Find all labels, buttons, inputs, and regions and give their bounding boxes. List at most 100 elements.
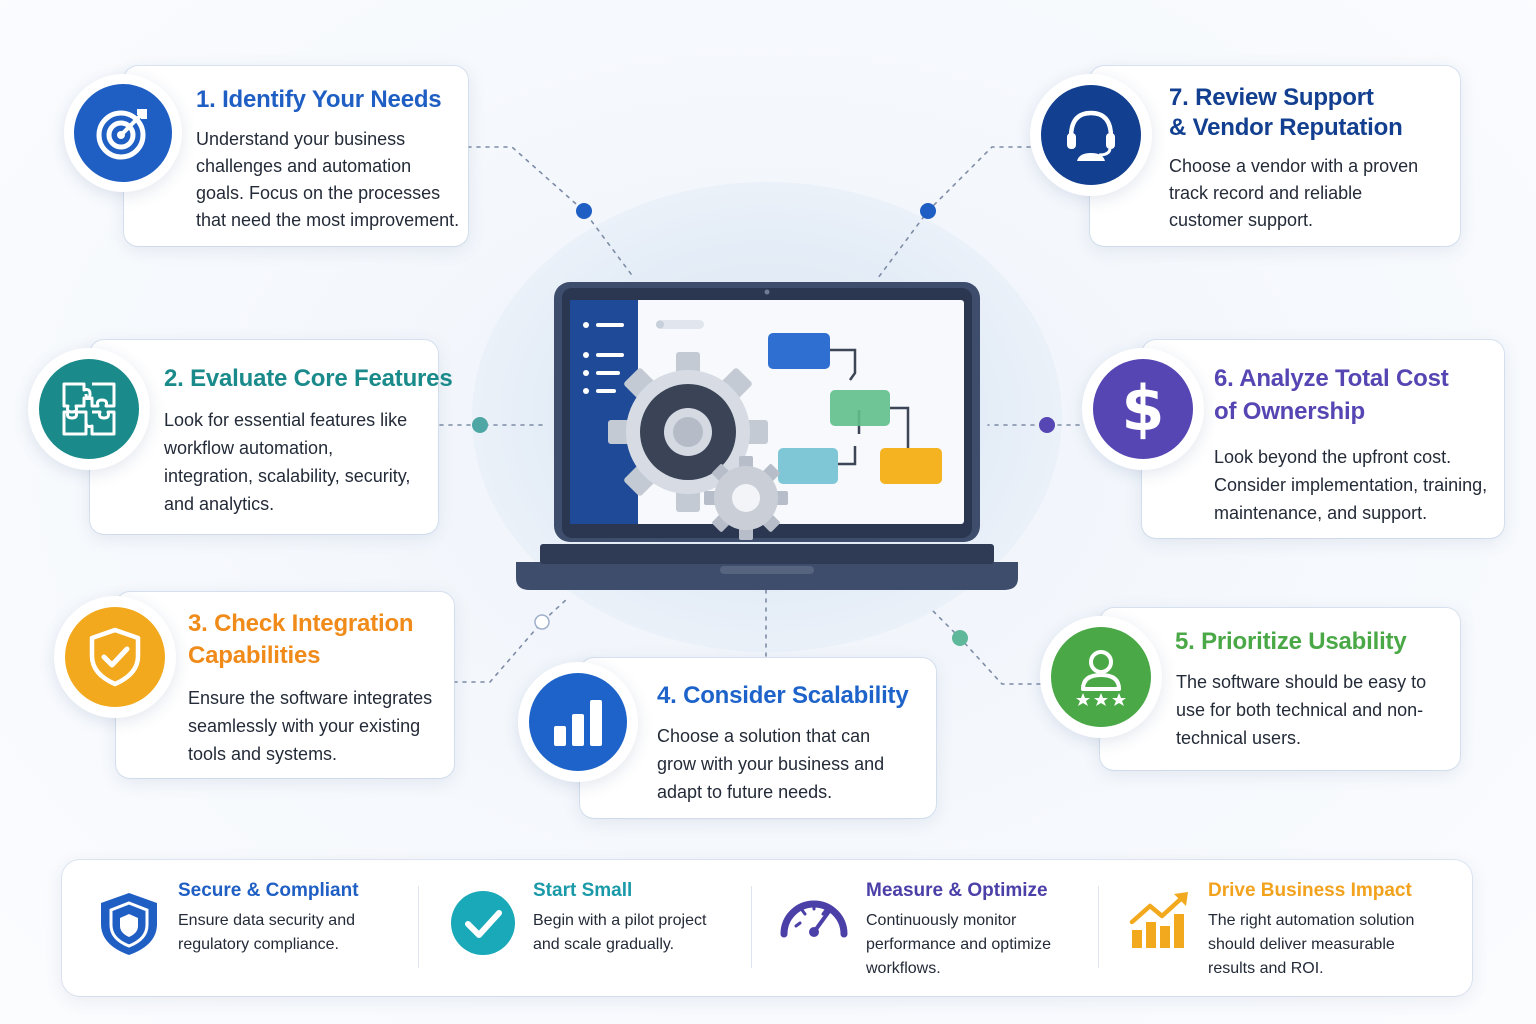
laptop-trackpad: [720, 566, 814, 574]
connector-dot-1: [576, 203, 592, 219]
sidebar-line-2: [596, 353, 624, 357]
step-7-desc: Choose a vendor with a proven track reco…: [1169, 156, 1419, 230]
tips-bar: [62, 860, 1472, 996]
step-1-title: 1. Identify Your Needs: [196, 84, 442, 115]
tip-4-desc: The right automation solution should del…: [1208, 909, 1414, 981]
tip-4-desc-line-1: The right automation solution: [1208, 912, 1415, 929]
gear-large: [608, 352, 768, 512]
shield-check-icon: [89, 627, 141, 687]
connector-step-3: [453, 597, 569, 683]
dollar-icon: $: [1121, 372, 1165, 445]
step-4-card: [580, 658, 936, 818]
tip-3-desc-line-2: performance and optimize: [866, 936, 1051, 953]
tip-2-desc-line-1: Begin with a pilot project: [533, 912, 707, 929]
step-3-title: 3. Check Integration Capabilities: [188, 608, 414, 672]
step-2-desc: Look for essential features like workflo…: [164, 410, 411, 514]
step-3-badge: [54, 596, 176, 718]
screen-header-dot: [656, 320, 664, 329]
tips-divider-2: [751, 886, 752, 968]
step-6-title-line-2: of Ownership: [1214, 398, 1365, 425]
flow-node-blue: [768, 333, 830, 369]
sidebar-line-4: [596, 389, 616, 393]
flow-node-yellow: [880, 448, 942, 484]
checkmark-icon: [451, 891, 515, 955]
tip-4-desc-line-2: should deliver measurable: [1208, 936, 1395, 953]
screen-sidebar: [570, 300, 638, 524]
tip-1-desc: Ensure data security and regulatory comp…: [178, 909, 355, 957]
step-1-desc: Understand your business challenges and …: [196, 129, 460, 230]
step-1-title-line-1: 1. Identify Your Needs: [196, 86, 442, 113]
step-1-badge: [64, 74, 182, 192]
connector-dot-2: [472, 417, 488, 433]
step-6-badge: $: [1082, 348, 1204, 470]
laptop-camera: [764, 289, 770, 295]
bar-chart-icon: [554, 700, 602, 746]
step-3-title-line-1: 3. Check Integration: [188, 610, 414, 637]
step-4-title: 4. Consider Scalability: [657, 680, 909, 711]
step-2-badge: [28, 348, 150, 470]
step-3-card: [116, 592, 454, 778]
sidebar-dot-2: [583, 352, 589, 358]
step-7-badge: [1030, 74, 1152, 196]
tip-2-desc: Begin with a pilot project and scale gra…: [533, 909, 706, 957]
gear-small: [704, 456, 788, 540]
step-6-title: 6. Analyze Total Cost of Ownership: [1214, 362, 1449, 428]
puzzle-icon: [62, 382, 116, 436]
laptop-base: [516, 562, 1018, 590]
step-3-desc: Ensure the software integrates seamlessl…: [188, 688, 433, 764]
growth-chart-icon: [1129, 892, 1188, 948]
flow-link-3: [838, 446, 857, 466]
sidebar-dot-1: [583, 322, 589, 328]
step-6-title-line-1: 6. Analyze Total Cost: [1214, 365, 1449, 392]
step-5-desc: The software should be easy to use for b…: [1176, 672, 1427, 748]
tips-divider-3: [1098, 886, 1099, 968]
laptop-illustration: [516, 282, 1018, 590]
tip-2-title: Start Small: [533, 880, 633, 901]
connector-step-7: [877, 146, 1031, 279]
tip-3-desc-line-1: Continuously monitor: [866, 912, 1017, 929]
step-7-title-line-2: & Vendor Reputation: [1169, 114, 1403, 141]
flow-node-teal: [778, 448, 838, 484]
user-rating-icon: [1076, 650, 1126, 706]
tip-1-desc-line-1: Ensure data security and: [178, 912, 355, 929]
tips-divider-1: [418, 886, 419, 968]
step-4-title-line-1: 4. Consider Scalability: [657, 682, 909, 709]
step-5-badge: [1040, 616, 1162, 738]
step-7-title: 7. Review Support & Vendor Reputation: [1169, 83, 1403, 143]
screen-header-bar: [656, 320, 704, 329]
connector-dot-3: [534, 614, 550, 630]
flow-node-green: [830, 390, 890, 426]
step-2-title: 2. Evaluate Core Features: [164, 363, 453, 394]
connector-step-5: [929, 607, 1041, 685]
tip-3-desc-line-3: workflows.: [866, 960, 941, 977]
step-5-title-line-1: 5. Prioritize Usability: [1175, 628, 1407, 655]
step-6-card: [1142, 340, 1504, 538]
target-icon: [96, 109, 147, 160]
sidebar-dot-3: [583, 370, 589, 376]
flow-link-1: [830, 348, 857, 381]
sidebar-line-3: [596, 371, 620, 375]
step-4-desc: Choose a solution that can grow with you…: [657, 726, 885, 802]
flow-link-4: [890, 406, 910, 448]
tip-4-title: Drive Business Impact: [1208, 880, 1412, 901]
step-3-title-line-2: Capabilities: [188, 642, 321, 669]
step-4-badge: [518, 662, 638, 782]
step-6-desc: Look beyond the upfront cost. Consider i…: [1214, 447, 1488, 523]
step-1-card: [124, 66, 468, 246]
tip-3-title: Measure & Optimize: [866, 880, 1048, 901]
step-7-card: [1090, 66, 1460, 246]
step-2-title-line-1: 2. Evaluate Core Features: [164, 365, 453, 392]
connector-step-1: [467, 146, 635, 279]
tip-2-desc-line-2: and scale gradually.: [533, 936, 675, 953]
step-5-title: 5. Prioritize Usability: [1175, 626, 1407, 657]
tip-3-desc: Continuously monitor performance and opt…: [866, 909, 1051, 981]
tip-1-desc-line-2: regulatory compliance.: [178, 936, 339, 953]
headset-icon: [1067, 110, 1115, 161]
connector-dot-6: [1039, 417, 1055, 433]
security-shield-icon: [101, 893, 157, 955]
sidebar-line-1: [596, 323, 624, 327]
tip-1-title: Secure & Compliant: [178, 880, 359, 901]
sidebar-dot-4: [583, 388, 589, 394]
connector-dot-5: [952, 630, 968, 646]
